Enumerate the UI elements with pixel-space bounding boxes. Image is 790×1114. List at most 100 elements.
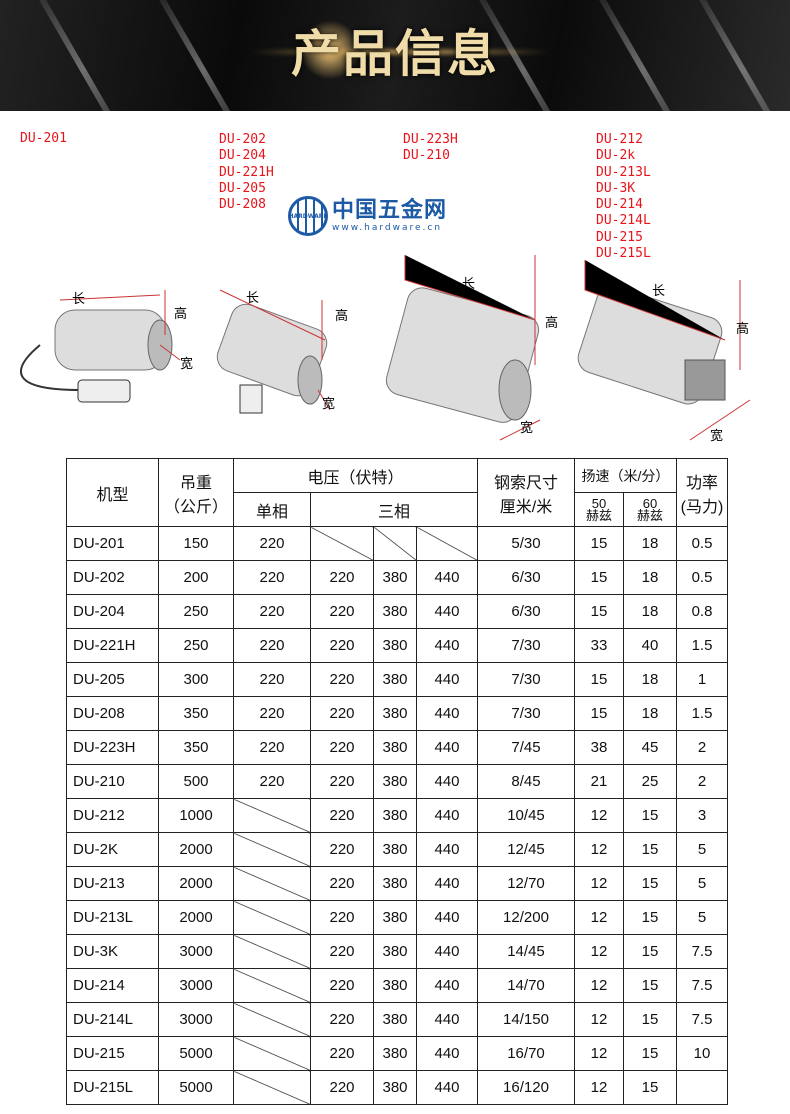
cell-model: DU-205 <box>66 662 159 697</box>
cell-speed-60hz: 18 <box>623 560 677 595</box>
spec-table: 机型 吊重（公斤） 电压（伏特） 钢索尺寸厘米/米 扬速（米/分） 功率(马力)… <box>66 458 728 1105</box>
cell-three-phase-440: 440 <box>416 934 478 969</box>
cell-three-phase-380: 380 <box>373 900 417 935</box>
cell-model: DU-213L <box>66 900 159 935</box>
cell-three-phase-220: 220 <box>310 560 374 595</box>
cell-rope: 8/45 <box>477 764 575 799</box>
header-load: 吊重（公斤） <box>158 458 234 527</box>
dim-height-2: 高 <box>335 308 348 324</box>
cell-power: 0.5 <box>676 560 728 595</box>
cell-three-phase-220: 220 <box>310 662 374 697</box>
cell-single-phase <box>233 1036 311 1071</box>
cell-three-phase-220: 220 <box>310 1036 374 1071</box>
cell-power: 3 <box>676 798 728 833</box>
winch-image-2 <box>216 289 331 414</box>
cell-three-phase-440: 440 <box>416 560 478 595</box>
cell-speed-50hz: 15 <box>574 526 624 561</box>
cell-speed-50hz: 12 <box>574 934 624 969</box>
model-group-1: DU-201 <box>20 131 67 146</box>
cell-three-phase-380 <box>373 526 417 561</box>
cell-three-phase-440: 440 <box>416 764 478 799</box>
cell-power: 5 <box>676 832 728 867</box>
cell-three-phase-380: 380 <box>373 594 417 629</box>
globe-icon: HARDWARE <box>288 196 328 236</box>
cell-rope: 7/30 <box>477 628 575 663</box>
header-voltage: 电压（伏特） <box>233 458 478 493</box>
cell-three-phase-440: 440 <box>416 662 478 697</box>
cell-speed-50hz: 15 <box>574 560 624 595</box>
header-model: 机型 <box>66 458 159 527</box>
cell-model: DU-3K <box>66 934 159 969</box>
cell-single-phase <box>233 1070 311 1105</box>
cell-load: 350 <box>158 696 234 731</box>
dim-length-3: 长 <box>462 277 475 292</box>
cell-three-phase-440: 440 <box>416 730 478 765</box>
dim-height-1: 高 <box>174 306 187 322</box>
cell-power: 5 <box>676 900 728 935</box>
header-rope: 钢索尺寸厘米/米 <box>477 458 575 527</box>
cell-speed-50hz: 15 <box>574 594 624 629</box>
cell-speed-60hz: 15 <box>623 968 677 1003</box>
cell-power: 2 <box>676 730 728 765</box>
cell-power <box>676 1070 728 1105</box>
cell-single-phase <box>233 934 311 969</box>
cell-speed-50hz: 12 <box>574 968 624 1003</box>
banner: 产品信息 <box>0 0 790 111</box>
cell-three-phase-440: 440 <box>416 1002 478 1037</box>
cell-three-phase-440 <box>416 526 478 561</box>
cell-power: 2 <box>676 764 728 799</box>
cell-rope: 14/150 <box>477 1002 575 1037</box>
cell-three-phase-220: 220 <box>310 628 374 663</box>
cell-single-phase: 220 <box>233 696 311 731</box>
cell-three-phase-440: 440 <box>416 696 478 731</box>
cell-three-phase-380: 380 <box>373 866 417 901</box>
cell-speed-60hz: 15 <box>623 798 677 833</box>
cell-speed-50hz: 15 <box>574 662 624 697</box>
cell-rope: 14/45 <box>477 934 575 969</box>
cell-model: DU-223H <box>66 730 159 765</box>
cell-load: 300 <box>158 662 234 697</box>
cell-rope: 5/30 <box>477 526 575 561</box>
winch-image-1 <box>20 290 181 403</box>
cell-three-phase-380: 380 <box>373 662 417 697</box>
cell-three-phase-440: 440 <box>416 1070 478 1105</box>
cell-load: 2000 <box>158 866 234 901</box>
cell-model: DU-204 <box>66 594 159 629</box>
dim-height-3: 高 <box>545 315 558 331</box>
cell-three-phase-440: 440 <box>416 594 478 629</box>
cell-three-phase-380: 380 <box>373 832 417 867</box>
cell-single-phase: 220 <box>233 730 311 765</box>
cell-rope: 7/30 <box>477 696 575 731</box>
dim-length-4: 长 <box>652 284 665 299</box>
cell-model: DU-208 <box>66 696 159 731</box>
cell-speed-60hz: 15 <box>623 934 677 969</box>
cell-single-phase <box>233 900 311 935</box>
cell-speed-50hz: 38 <box>574 730 624 765</box>
cell-single-phase: 220 <box>233 526 311 561</box>
cell-power: 7.5 <box>676 934 728 969</box>
cell-three-phase-380: 380 <box>373 1070 417 1105</box>
cell-single-phase <box>233 1002 311 1037</box>
cell-rope: 7/30 <box>477 662 575 697</box>
cell-single-phase: 220 <box>233 628 311 663</box>
cell-three-phase-220: 220 <box>310 798 374 833</box>
cell-power: 5 <box>676 866 728 901</box>
cell-three-phase-220: 220 <box>310 594 374 629</box>
cell-speed-60hz: 18 <box>623 594 677 629</box>
dim-width-2: 宽 <box>322 396 335 412</box>
cell-speed-60hz: 25 <box>623 764 677 799</box>
cell-load: 5000 <box>158 1070 234 1105</box>
cell-rope: 16/70 <box>477 1036 575 1071</box>
cell-speed-50hz: 12 <box>574 1002 624 1037</box>
header-single-phase: 单相 <box>233 492 311 527</box>
